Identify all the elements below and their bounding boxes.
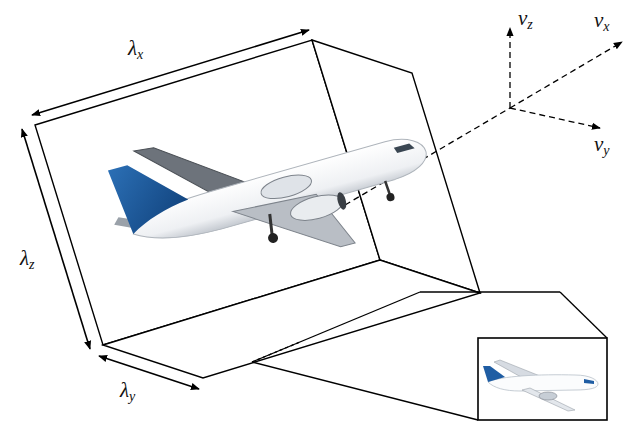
engine-intake xyxy=(336,191,348,210)
zoom-line xyxy=(420,291,560,292)
fuselage xyxy=(488,375,598,391)
box-outline xyxy=(35,40,480,378)
axis-arrow xyxy=(510,42,622,108)
near-wing xyxy=(233,183,355,271)
velocity-label: vy xyxy=(592,134,612,158)
dimension-label: λy xyxy=(118,380,137,404)
inset-airplane xyxy=(483,360,598,411)
zoom-lines xyxy=(252,292,607,420)
tail-fin xyxy=(108,152,193,236)
airplane-picture xyxy=(97,78,444,302)
velocity-label: vx xyxy=(592,10,612,34)
wheel xyxy=(267,232,279,244)
cockpit-window xyxy=(584,379,594,384)
engine xyxy=(288,190,346,225)
inset-frame xyxy=(478,338,607,420)
zoom-line xyxy=(252,362,478,420)
dimension-arrow xyxy=(22,129,90,349)
zoom-line xyxy=(252,292,420,362)
dimension-arrow xyxy=(32,30,309,115)
bottom-face xyxy=(103,260,480,378)
dimension-label: λx xyxy=(126,38,145,62)
near-wing xyxy=(522,388,575,411)
engine xyxy=(259,170,314,203)
axis-arrow xyxy=(509,28,510,108)
dimension-label: λz xyxy=(18,248,37,272)
dimension-arrow xyxy=(99,356,199,389)
cockpit-window xyxy=(394,142,415,153)
zoom-line xyxy=(560,292,607,338)
velocity-label: vz xyxy=(516,8,535,32)
landing-gear xyxy=(385,181,390,195)
zoom-line xyxy=(252,342,300,362)
tail-fin xyxy=(483,366,505,382)
wheel xyxy=(386,192,396,202)
landing-gear xyxy=(267,214,275,234)
engine xyxy=(539,392,557,400)
axis-arrow xyxy=(510,108,600,128)
